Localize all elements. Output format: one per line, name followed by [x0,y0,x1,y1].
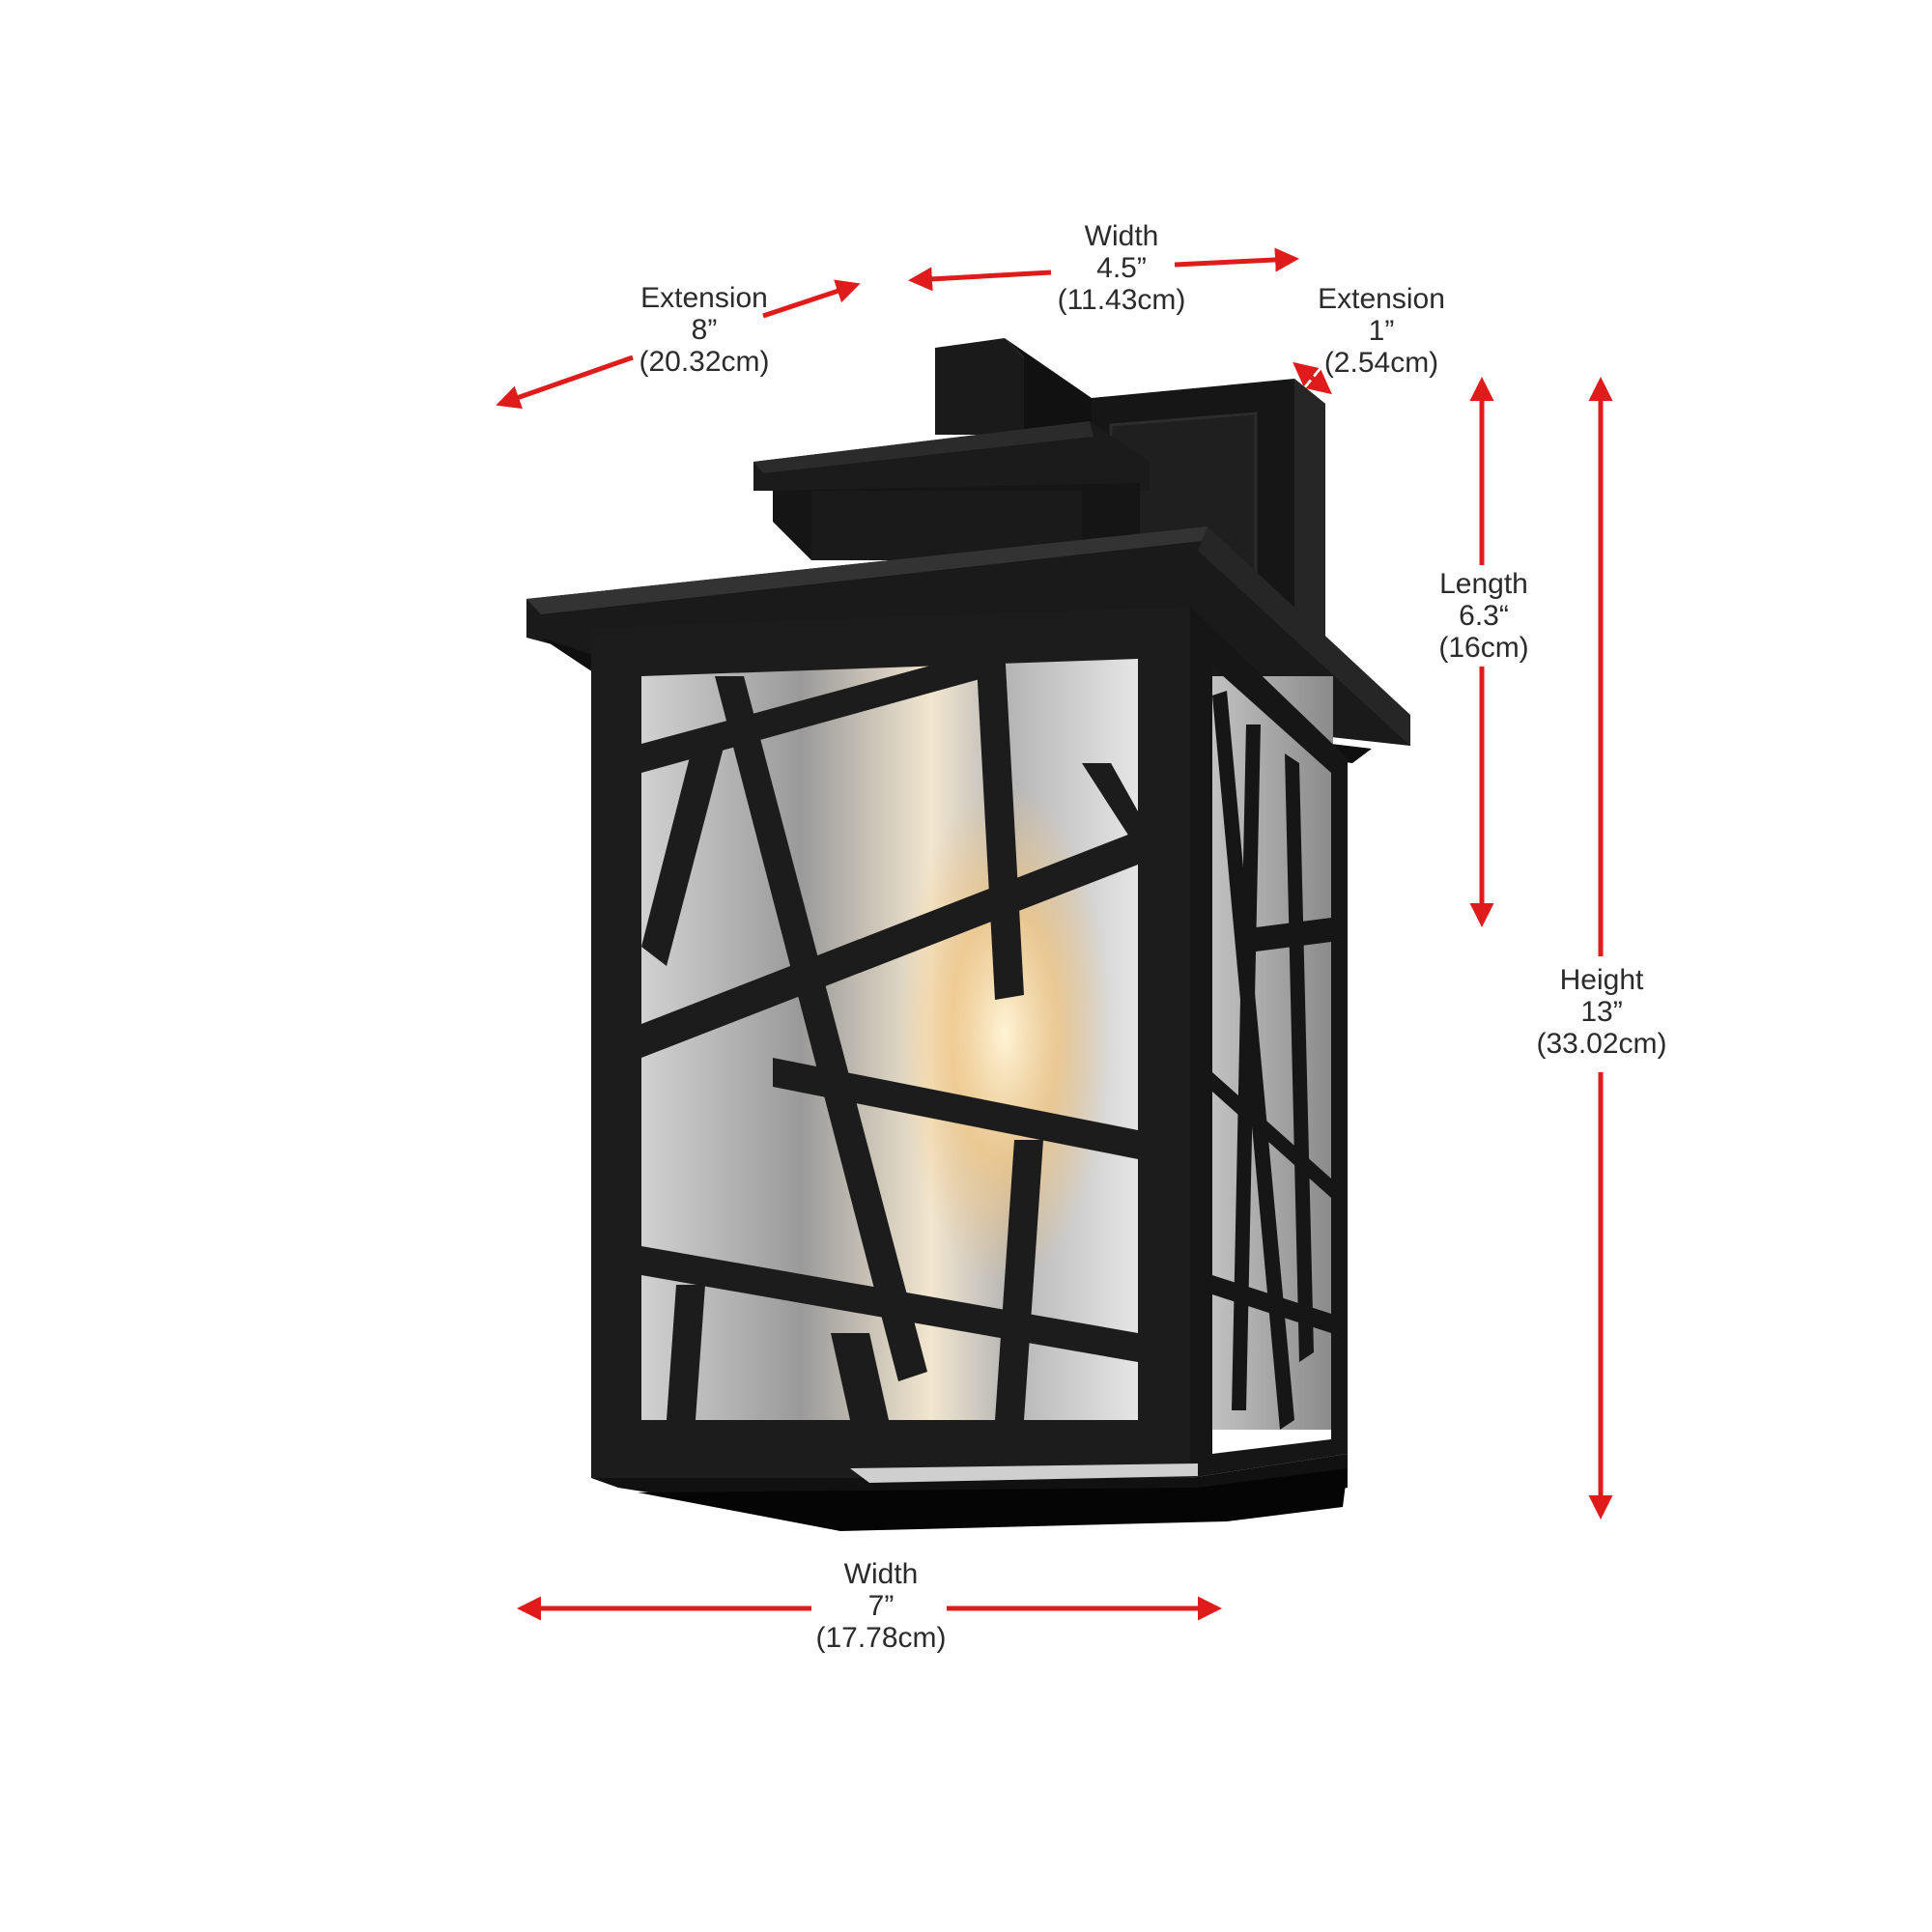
width-top-inches: 4.5” [1096,252,1147,284]
extension-front-inches: 8” [691,314,718,346]
length-inches: 6.3“ [1459,600,1509,632]
extension-front-label: Extension 8” (20.32cm) [639,282,769,378]
extension-back-inches: 1” [1368,315,1395,347]
lantern-base [591,1454,1348,1531]
width-bottom-inches: 7” [867,1590,895,1622]
extension-front-arrow-left [496,355,634,410]
width-bottom-label: Width 7” (17.78cm) [815,1558,946,1654]
length-label: Length 6.3“ (16cm) [1438,568,1528,664]
upper-roof [753,421,1150,560]
extension-front-title: Extension [640,282,768,314]
extension-back-cm: (2.54cm) [1323,347,1439,379]
width-top-title: Width [1084,220,1159,252]
height-cm: (33.02cm) [1536,1028,1667,1060]
height-title: Height [1559,964,1644,996]
length-title: Length [1439,568,1528,600]
width-bottom-title: Width [843,1558,919,1590]
width-top-arrow-left [908,267,1052,292]
height-label: Height 13” (33.02cm) [1536,964,1666,1060]
width-top-label: Width 4.5” (11.43cm) [1058,220,1186,316]
height-inches: 13” [1580,996,1623,1028]
width-bottom-cm: (17.78cm) [815,1622,947,1654]
side-cage [1190,607,1348,1478]
width-top-arrow-right [1174,247,1299,272]
front-cage [591,607,1190,1478]
extension-back-arrow [1293,361,1332,395]
width-top-cm: (11.43cm) [1057,284,1186,316]
extension-front-arrow-right [762,279,861,319]
length-cm: (16cm) [1438,632,1529,664]
extension-back-label: Extension 1” (2.54cm) [1318,283,1445,379]
extension-front-cm: (20.32cm) [639,346,770,378]
extension-back-title: Extension [1318,283,1445,315]
